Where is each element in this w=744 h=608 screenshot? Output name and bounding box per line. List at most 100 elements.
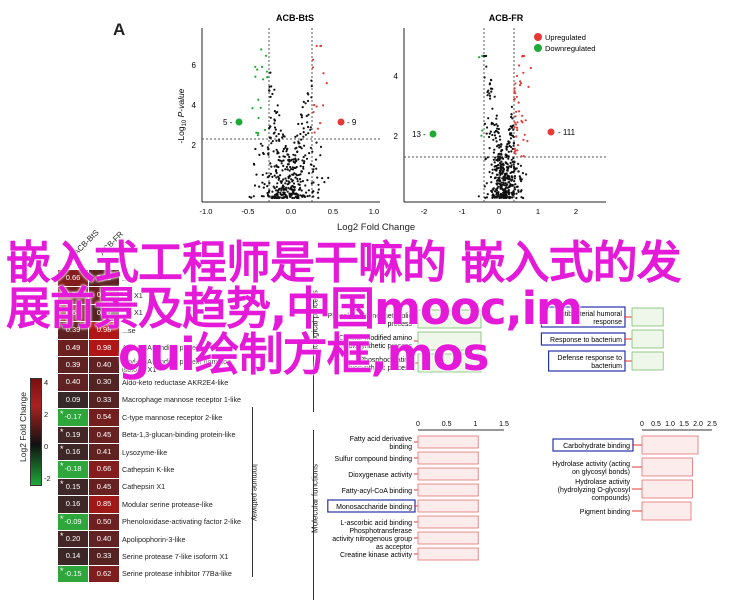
heatmap-gene-label: C-type mannose receptor 2-like — [122, 412, 223, 422]
volcano-point — [498, 135, 501, 138]
volcano-point — [276, 194, 279, 197]
heatmap-cell: *0.16 — [58, 444, 88, 461]
volcano-point — [521, 172, 524, 175]
overlay-title: 嵌入式工程师是干嘛的 嵌入式的发 展前景及趋势,中国mooc,im gui绘制方… — [6, 240, 744, 378]
volcano-point — [506, 174, 510, 177]
fr-xtick-1: -1 — [459, 207, 466, 216]
volcano-point — [502, 166, 505, 169]
volcano-point — [488, 147, 491, 150]
volcano-point — [513, 147, 516, 150]
volcano-point — [290, 178, 293, 181]
volcano-point — [284, 146, 287, 149]
volcano-point — [486, 91, 489, 94]
volcano-point — [277, 175, 280, 178]
volcano-point — [483, 122, 486, 125]
go-xtick: 0.5 — [651, 421, 661, 428]
heatmap-cell-value: 0.15 — [65, 481, 81, 491]
volcano-point — [511, 147, 514, 150]
bts-ytick-2: 2 — [192, 141, 197, 150]
volcano-bts-points — [248, 44, 330, 200]
volcano-point — [296, 177, 299, 180]
volcano-point — [263, 183, 266, 186]
go-term-label: Dioxygenase activity — [348, 472, 412, 479]
volcano-point — [303, 194, 306, 197]
volcano-point — [491, 133, 494, 137]
volcano-point — [505, 145, 508, 148]
legend-down-label: Downregulated — [545, 44, 595, 53]
volcano-point — [298, 178, 302, 181]
heatmap-gene-label: Lysozyme-like — [122, 447, 168, 457]
volcano-point — [293, 196, 296, 199]
go-xtick: 1.5 — [679, 421, 689, 428]
go-term-label: activity nitrogenous group — [332, 536, 412, 543]
volcano-point — [280, 189, 283, 192]
heatmap-cell: 0.54 — [89, 409, 119, 426]
heatmap-cell-value: 0.64 — [65, 307, 81, 317]
fr-xtick-2: 0 — [497, 207, 501, 216]
volcano-point — [282, 191, 285, 194]
volcano-point — [511, 117, 514, 120]
volcano-point — [501, 188, 504, 191]
heatmap-cell-value: 0.49 — [65, 342, 81, 352]
volcano-point — [498, 146, 501, 149]
volcano-point — [519, 164, 522, 167]
volcano-point — [308, 152, 311, 155]
volcano-point — [512, 142, 515, 145]
volcano-point — [254, 65, 257, 68]
volcano-point — [276, 150, 279, 153]
fr-xtick-0: -2 — [421, 207, 428, 216]
volcano-point — [295, 165, 298, 169]
volcano-point — [478, 56, 481, 59]
heatmap-cell-value: 0.19 — [65, 429, 81, 439]
volcano-point — [308, 194, 311, 197]
volcano-fr-title: ACB-FR — [489, 13, 524, 23]
volcano-point — [513, 87, 516, 90]
volcano-point — [485, 182, 488, 185]
volcano-point — [293, 141, 296, 144]
volcano-point — [510, 105, 513, 108]
volcano-point — [495, 123, 498, 126]
heatmap-cell-value: 0.33 — [96, 394, 112, 404]
volcano-point — [289, 194, 292, 197]
volcano-point — [268, 181, 271, 185]
heatmap-cell: 0.39 — [58, 357, 88, 374]
volcano-point — [310, 85, 313, 88]
heatmap-cell: 0.39 — [58, 322, 88, 339]
heatmap-gene-label: Macrophage mannose receptor 1-like — [122, 395, 242, 405]
volcano-point — [480, 134, 483, 137]
volcano-point — [292, 158, 295, 161]
volcano-point — [503, 184, 507, 187]
heatmap-cell: 0.50 — [89, 513, 119, 530]
volcano-point — [319, 122, 322, 125]
bts-xtick-1: -0.5 — [242, 207, 255, 216]
heatmap-cell: 0.54 — [58, 287, 88, 304]
volcano-point — [276, 152, 279, 155]
volcano-point — [498, 162, 502, 165]
volcano-point — [314, 158, 318, 161]
overlay-line-3: gui绘制方框,mos — [118, 328, 489, 381]
volcano-point — [275, 176, 278, 179]
volcano-point — [284, 144, 287, 148]
volcano-point — [317, 188, 320, 191]
volcano-point — [491, 168, 494, 171]
volcano-point — [294, 154, 297, 157]
volcano-point — [304, 184, 307, 187]
volcano-point — [506, 183, 509, 186]
volcano-point — [274, 193, 277, 196]
volcano-point — [269, 71, 272, 74]
go-term-bar — [641, 479, 693, 499]
volcano-point — [518, 64, 521, 67]
go-term-bar — [417, 353, 482, 373]
volcano-point — [302, 135, 305, 138]
heatmap-cell-value: 0.39 — [65, 325, 81, 335]
go-term-bar — [417, 515, 479, 529]
volcano-point — [290, 167, 293, 171]
heatmap-cell-value: 0.30 — [96, 377, 112, 387]
volcano-point — [322, 104, 325, 107]
heatmap-cell-value: 0.98 — [96, 342, 112, 352]
volcano-point — [297, 142, 300, 145]
heatmap-group-bracket — [252, 407, 253, 577]
volcano-point — [510, 176, 514, 179]
volcano-point — [292, 153, 295, 156]
volcano-point — [508, 177, 511, 180]
